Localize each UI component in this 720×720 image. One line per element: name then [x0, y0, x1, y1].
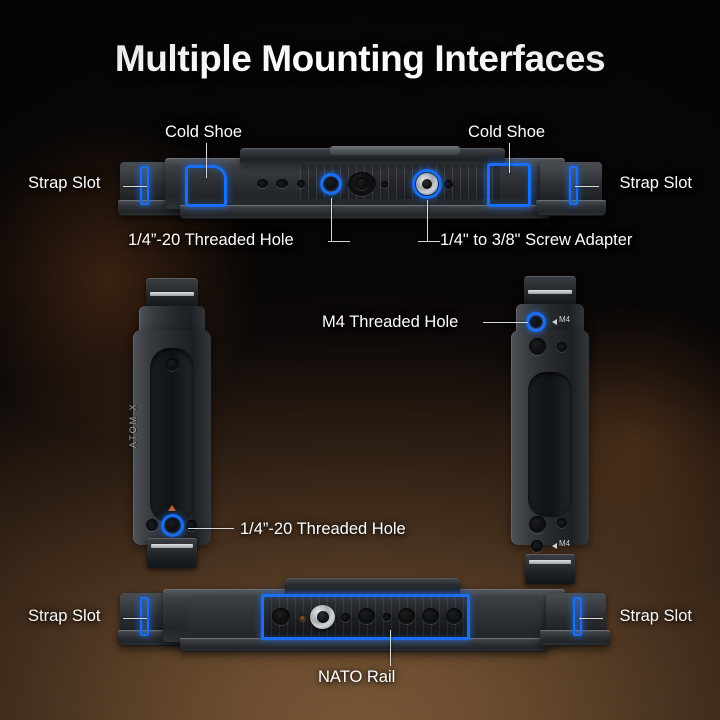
vignette-overlay — [0, 0, 720, 720]
infographic-canvas: Multiple Mounting Interfaces — [0, 0, 720, 720]
